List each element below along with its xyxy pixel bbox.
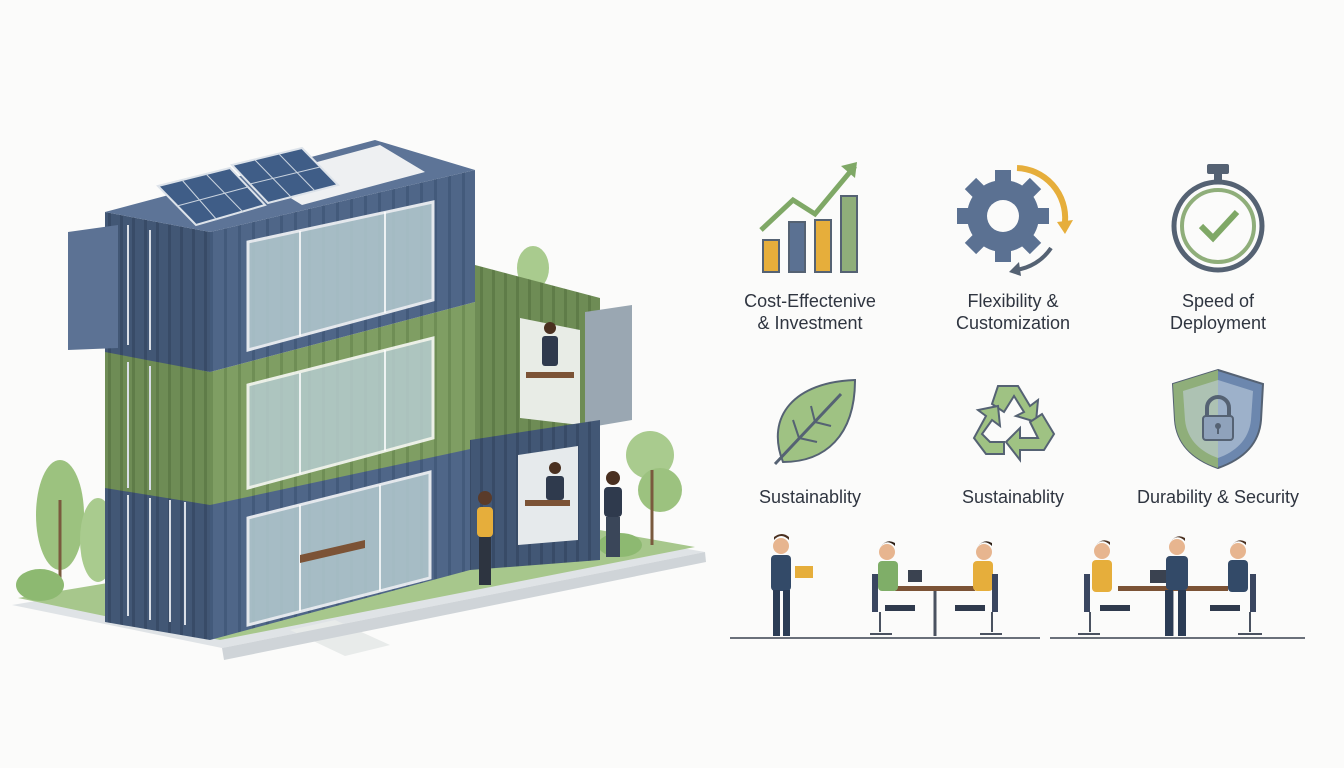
person-woman-orange <box>477 491 493 585</box>
growth-chart-icon <box>759 162 858 273</box>
tree-left <box>16 460 116 601</box>
person-standing-upper <box>526 322 574 378</box>
feature-speed-label: Speed of Deployment <box>1169 291 1267 333</box>
shield-lock-icon <box>1171 368 1265 470</box>
container-building <box>68 140 632 640</box>
feature-cost-label: Cost-Effectenive & Investment <box>744 291 876 333</box>
stopwatch-check-icon <box>1171 164 1265 273</box>
recycle-icon <box>972 385 1056 463</box>
leaf-icon <box>773 378 857 466</box>
feature-speed: Speed of Deployment <box>1108 160 1328 334</box>
feature-flexibility-label: Flexibility & Customization <box>955 291 1071 333</box>
feature-sustainability-leaf-label: Sustainablity <box>758 487 862 507</box>
feature-durability: Durability & Security <box>1108 366 1328 508</box>
person-woman-dark <box>604 471 622 557</box>
person-presenter <box>771 534 813 636</box>
feature-sustainability-recycle: Sustainablity <box>903 376 1123 508</box>
meeting-group-left <box>870 541 1002 636</box>
meeting-group-right <box>1078 536 1262 636</box>
feature-sustainability-recycle-label: Sustainablity <box>961 487 1065 507</box>
feature-sustainability-leaf: Sustainablity <box>700 376 920 508</box>
feature-cost: Cost-Effectenive & Investment <box>700 160 920 334</box>
person-seated-lower <box>525 462 570 506</box>
feature-durability-label: Durability & Security <box>1136 487 1300 507</box>
feature-flexibility: Flexibility & Customization <box>903 160 1123 334</box>
solar-panels <box>156 146 340 227</box>
gear-cycle-icon <box>957 165 1073 276</box>
